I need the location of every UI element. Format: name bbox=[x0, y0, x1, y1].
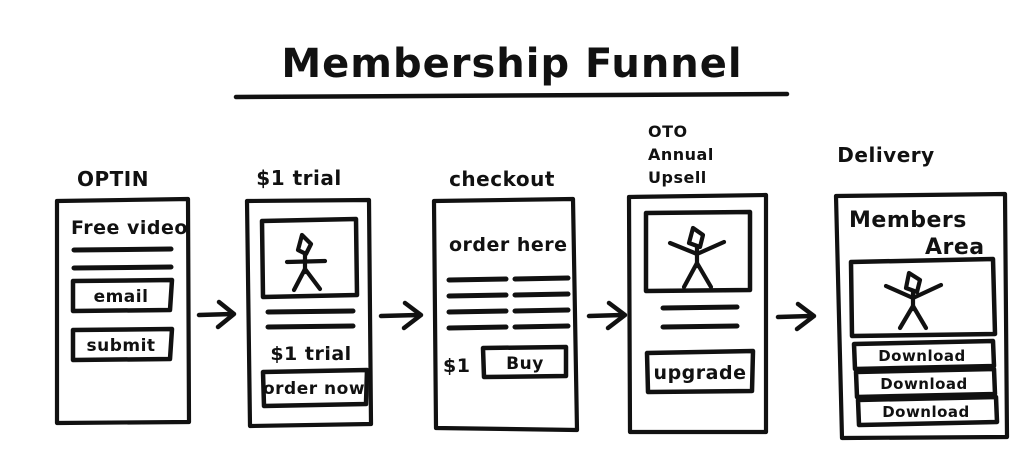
checkout-line-l3 bbox=[446, 308, 509, 315]
upgrade-button[interactable] bbox=[644, 348, 756, 395]
submit-button-label: submit bbox=[86, 336, 155, 356]
arrow-trial-to-checkout bbox=[378, 300, 424, 331]
download-row-3-label: Download bbox=[882, 403, 970, 421]
checkout-line-r3 bbox=[512, 307, 571, 314]
submit-button[interactable] bbox=[70, 326, 175, 363]
arrow-optin-to-trial bbox=[196, 299, 237, 330]
stick-figure-icon bbox=[284, 232, 328, 293]
page-title: Membership Funnel bbox=[281, 41, 742, 87]
panel-oto-label-line-2: Annual bbox=[648, 145, 714, 164]
optin-text-line-1 bbox=[71, 246, 174, 253]
trial-price-text: $1 trial bbox=[270, 343, 351, 365]
checkout-line-l1 bbox=[446, 276, 509, 283]
download-row-1[interactable] bbox=[851, 338, 997, 372]
checkout-price-text: $1 bbox=[443, 355, 470, 377]
panel-checkout-label: checkout bbox=[449, 167, 555, 191]
members-area-heading-line-2: Area bbox=[925, 235, 985, 260]
panel-oto-label-line-1: OTO bbox=[648, 122, 688, 141]
arrow-oto-to-delivery bbox=[775, 301, 817, 332]
stick-figure-icon bbox=[667, 225, 727, 290]
email-field[interactable] bbox=[70, 277, 175, 314]
oto-text-line-1 bbox=[660, 304, 740, 311]
stick-figure-icon bbox=[883, 270, 944, 331]
panel-trial[interactable]: $1 trial $1 trial order now bbox=[244, 166, 374, 429]
order-now-button-label: order now bbox=[263, 379, 365, 399]
trial-text-line-2 bbox=[265, 323, 356, 330]
panel-optin[interactable]: OPTIN Free video email submit bbox=[54, 167, 192, 426]
optin-text-line-2 bbox=[71, 264, 174, 271]
buy-button-label: Buy bbox=[506, 354, 544, 374]
download-row-2[interactable] bbox=[853, 366, 998, 400]
download-row-1-label: Download bbox=[878, 347, 966, 365]
arrow-checkout-to-oto bbox=[586, 300, 628, 331]
panel-optin-label: OPTIN bbox=[77, 167, 149, 191]
download-row-2-label: Download bbox=[880, 375, 968, 393]
delivery-video-box bbox=[848, 256, 998, 339]
panel-trial-label: $1 trial bbox=[256, 166, 341, 190]
checkout-line-r1 bbox=[512, 275, 571, 282]
members-area-heading-line-1: Members bbox=[849, 208, 967, 233]
oto-text-line-2 bbox=[660, 323, 740, 330]
oto-video-box bbox=[643, 209, 753, 294]
download-row-3[interactable] bbox=[855, 394, 1000, 428]
checkout-line-l4 bbox=[446, 324, 509, 331]
panel-checkout-heading: order here bbox=[449, 234, 568, 256]
checkout-line-l2 bbox=[446, 292, 509, 299]
checkout-line-r2 bbox=[512, 291, 571, 298]
video-frame bbox=[848, 256, 998, 339]
panel-checkout[interactable]: checkout order here $1 Buy bbox=[431, 167, 580, 433]
panel-delivery-label: Delivery bbox=[837, 143, 934, 167]
panel-oto[interactable]: OTO Annual Upsell upgrade bbox=[626, 122, 769, 435]
buy-button[interactable] bbox=[480, 344, 569, 380]
title-underline bbox=[233, 91, 790, 100]
video-frame bbox=[259, 216, 360, 300]
trial-video-box bbox=[259, 216, 360, 300]
checkout-line-r4 bbox=[512, 323, 571, 330]
panel-optin-heading: Free video bbox=[71, 217, 188, 239]
email-field-label: email bbox=[94, 287, 149, 307]
upgrade-button-label: upgrade bbox=[654, 362, 747, 384]
panel-oto-label-line-3: Upsell bbox=[648, 168, 707, 187]
trial-text-line-1 bbox=[265, 308, 356, 315]
panel-delivery[interactable]: Delivery Members Area Download Download bbox=[833, 143, 1010, 441]
order-now-button[interactable] bbox=[260, 367, 370, 409]
